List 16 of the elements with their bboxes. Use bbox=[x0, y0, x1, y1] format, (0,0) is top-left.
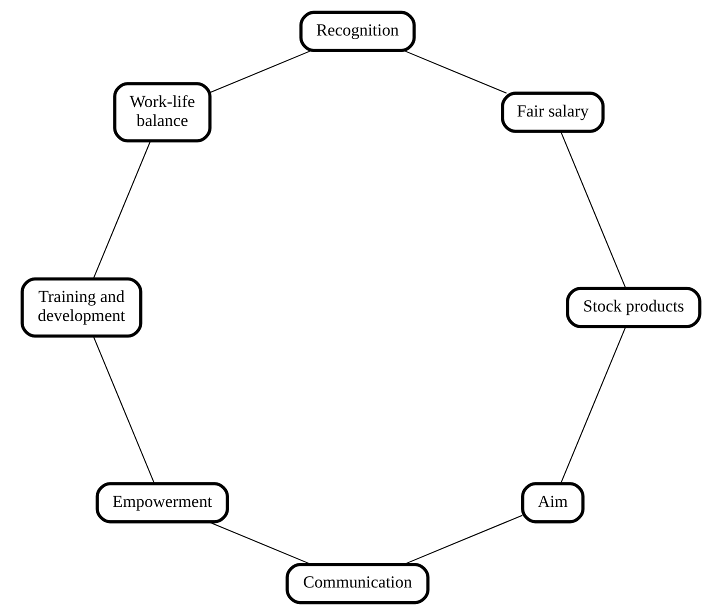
node-box: Fair salary bbox=[500, 92, 604, 133]
node-box: Training and development bbox=[20, 277, 142, 338]
connector bbox=[560, 326, 626, 484]
connector bbox=[209, 50, 311, 93]
node-box: Stock products bbox=[565, 286, 701, 328]
connector bbox=[92, 140, 150, 279]
connector bbox=[403, 514, 522, 565]
node-box: Communication bbox=[285, 562, 429, 604]
node-box: Aim bbox=[520, 482, 584, 524]
connector bbox=[560, 131, 626, 289]
node-box: Recognition bbox=[298, 10, 416, 52]
connector bbox=[208, 521, 311, 565]
connector bbox=[403, 50, 506, 94]
node-box: Work-life balance bbox=[112, 82, 212, 142]
connector bbox=[92, 336, 154, 484]
node-box: Empowerment bbox=[95, 482, 228, 524]
